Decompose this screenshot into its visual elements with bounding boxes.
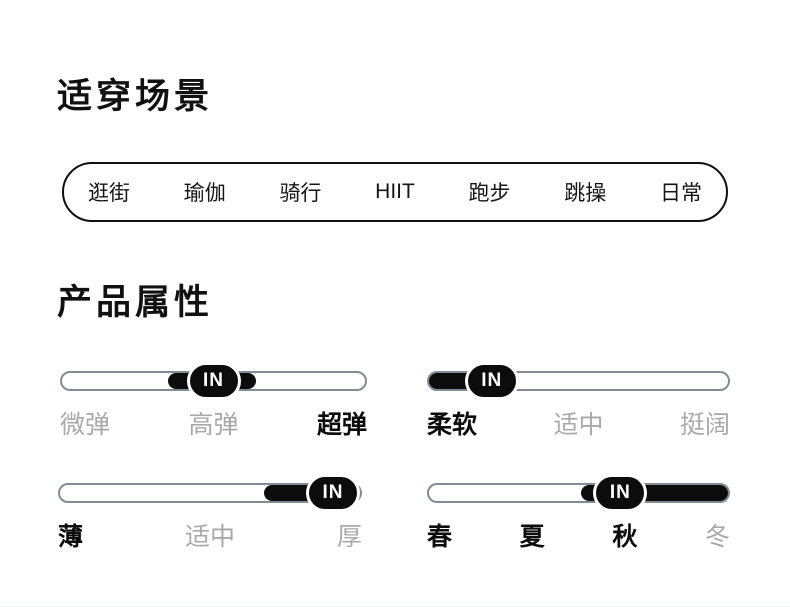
slider-in-badge: IN xyxy=(464,362,519,400)
slider-in-badge: IN xyxy=(593,474,648,512)
slider-labels: 柔软 适中 挺阔 xyxy=(427,411,730,440)
attribute-slider-softness: IN 柔软 适中 挺阔 xyxy=(427,362,730,440)
slider-label: 厚 xyxy=(336,523,362,551)
slider-label: 冬 xyxy=(704,523,730,551)
slider-track: IN xyxy=(60,362,367,400)
slider-track: IN xyxy=(427,362,730,400)
slider-label: 高弹 xyxy=(188,411,239,439)
slider-track: IN xyxy=(58,474,362,512)
section-title-attributes: 产品属性 xyxy=(57,283,214,322)
slider-label: 微弹 xyxy=(60,411,111,439)
slider-label: 薄 xyxy=(58,523,84,551)
scenario-item: 逛街 xyxy=(88,182,130,205)
attribute-slider-season: IN 春 夏 秋 冬 xyxy=(427,474,730,552)
slider-label: 春 xyxy=(427,523,453,551)
slider-labels: 微弹 高弹 超弹 xyxy=(60,411,367,440)
scenario-item: 跳操 xyxy=(564,182,607,205)
slider-track: IN xyxy=(427,474,730,512)
attribute-slider-thickness: IN 薄 适中 厚 xyxy=(58,474,362,552)
section-title-scenarios: 适穿场景 xyxy=(57,77,214,116)
scenario-item: 日常 xyxy=(659,182,702,205)
slider-label: 秋 xyxy=(612,523,638,551)
slider-label: 适中 xyxy=(553,411,604,439)
slider-labels: 薄 适中 厚 xyxy=(58,523,362,552)
scenario-item: 骑行 xyxy=(279,182,322,205)
scenario-item: 瑜伽 xyxy=(183,182,226,205)
slider-label: 夏 xyxy=(519,523,545,551)
slider-labels: 春夏秋冬 xyxy=(427,523,730,552)
slider-label: 超弹 xyxy=(316,411,367,439)
attribute-slider-elasticity: IN 微弹 高弹 超弹 xyxy=(60,362,367,440)
scenario-item: 跑步 xyxy=(468,182,511,205)
slider-label: 适中 xyxy=(184,523,235,551)
scenario-item: HIIT xyxy=(375,180,415,203)
slider-label: 柔软 xyxy=(427,411,478,439)
scenario-pill: 逛街 瑜伽 骑行 HIIT 跑步 跳操 日常 xyxy=(62,162,728,222)
slider-label: 挺阔 xyxy=(679,411,730,439)
slider-in-badge: IN xyxy=(186,362,241,400)
slider-in-badge: IN xyxy=(306,474,360,512)
